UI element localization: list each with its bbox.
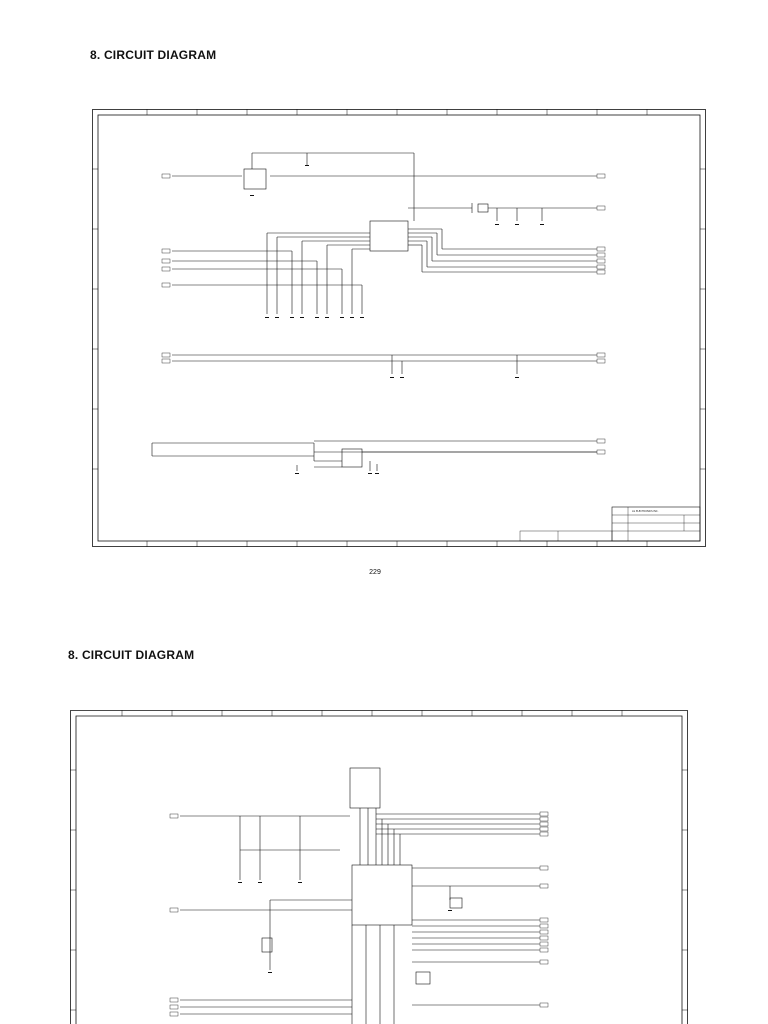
border-ticks — [92, 109, 706, 547]
circuit-schematic-sheet-1: LG ELECTRONICS INC. — [92, 109, 706, 547]
sheet2-ground-symbols — [238, 882, 452, 973]
main-processor-ic — [351, 864, 413, 926]
ic-u2 — [369, 220, 409, 252]
sheet2-ic-top — [349, 767, 381, 809]
circuit-schematic-sheet-2 — [70, 710, 688, 1024]
ic-u1 — [243, 168, 267, 190]
section-heading-bottom: 8. CIRCUIT DIAGRAM — [68, 648, 195, 662]
page-number: 229 — [369, 569, 381, 576]
sheet2-ic-small — [261, 937, 273, 953]
crystal — [477, 203, 489, 213]
sheet2-outer-border — [70, 710, 688, 1024]
sheet2-crystal — [449, 897, 463, 909]
sheet-inner-border — [97, 114, 701, 542]
section-heading-top: 8. CIRCUIT DIAGRAM — [90, 48, 217, 62]
schematic-wires — [151, 152, 597, 471]
sheet2-border-ticks — [70, 710, 688, 1011]
sheet2-ic-right — [415, 971, 431, 985]
title-block-company: LG ELECTRONICS INC. — [632, 510, 659, 513]
net-labels — [161, 173, 606, 455]
title-block: LG ELECTRONICS INC. — [519, 506, 701, 542]
sheet-outer-border — [92, 109, 706, 547]
ground-symbols — [250, 165, 544, 474]
ic-u3 — [341, 448, 363, 468]
sheet2-wires — [180, 767, 540, 1024]
sheet2-net-labels — [169, 811, 549, 1017]
sheet2-inner-border — [75, 715, 683, 1024]
